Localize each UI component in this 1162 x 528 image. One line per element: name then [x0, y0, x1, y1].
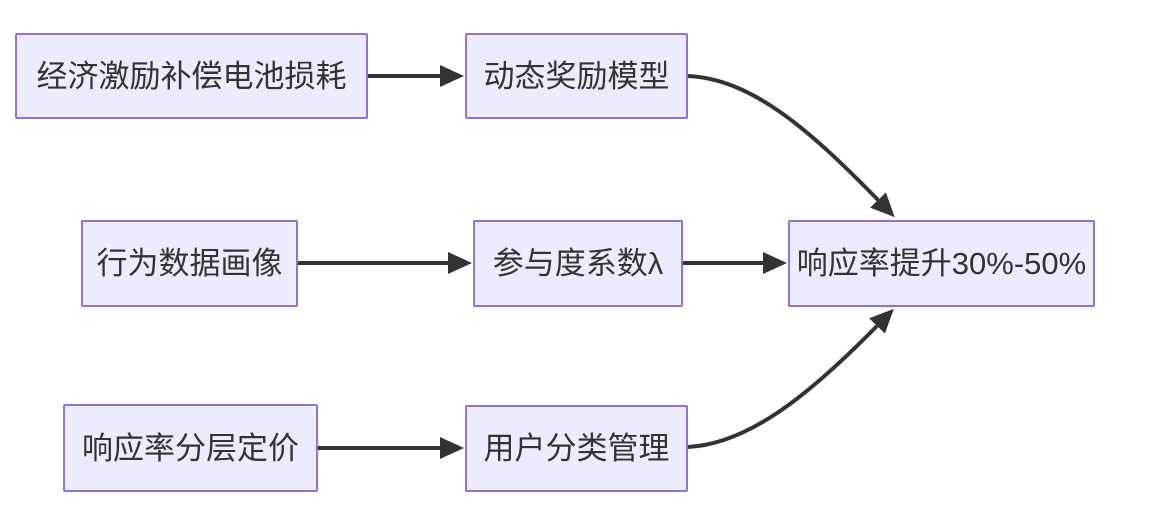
node-economic-incentive-battery-compensation: 经济激励补偿电池损耗 — [15, 33, 368, 119]
node-response-rate-increase: 响应率提升30%-50% — [788, 220, 1095, 307]
node-label: 响应率分层定价 — [82, 430, 299, 466]
node-response-rate-tiered-pricing: 响应率分层定价 — [63, 404, 318, 492]
node-label: 经济激励补偿电池损耗 — [36, 58, 347, 94]
node-dynamic-reward-model: 动态奖励模型 — [465, 33, 688, 119]
node-behavior-data-profile: 行为数据画像 — [81, 220, 298, 307]
edge-b-to-e — [687, 74, 895, 218]
node-label: 参与度系数λ — [492, 246, 664, 281]
node-label: 响应率提升30%-50% — [796, 246, 1087, 281]
node-engagement-coefficient-lambda: 参与度系数λ — [473, 220, 683, 307]
edge-g-to-e — [687, 308, 894, 449]
node-label: 用户分类管理 — [483, 431, 670, 466]
node-label: 行为数据画像 — [96, 246, 283, 281]
node-user-classification-management: 用户分类管理 — [465, 405, 688, 492]
node-label: 动态奖励模型 — [483, 58, 670, 94]
